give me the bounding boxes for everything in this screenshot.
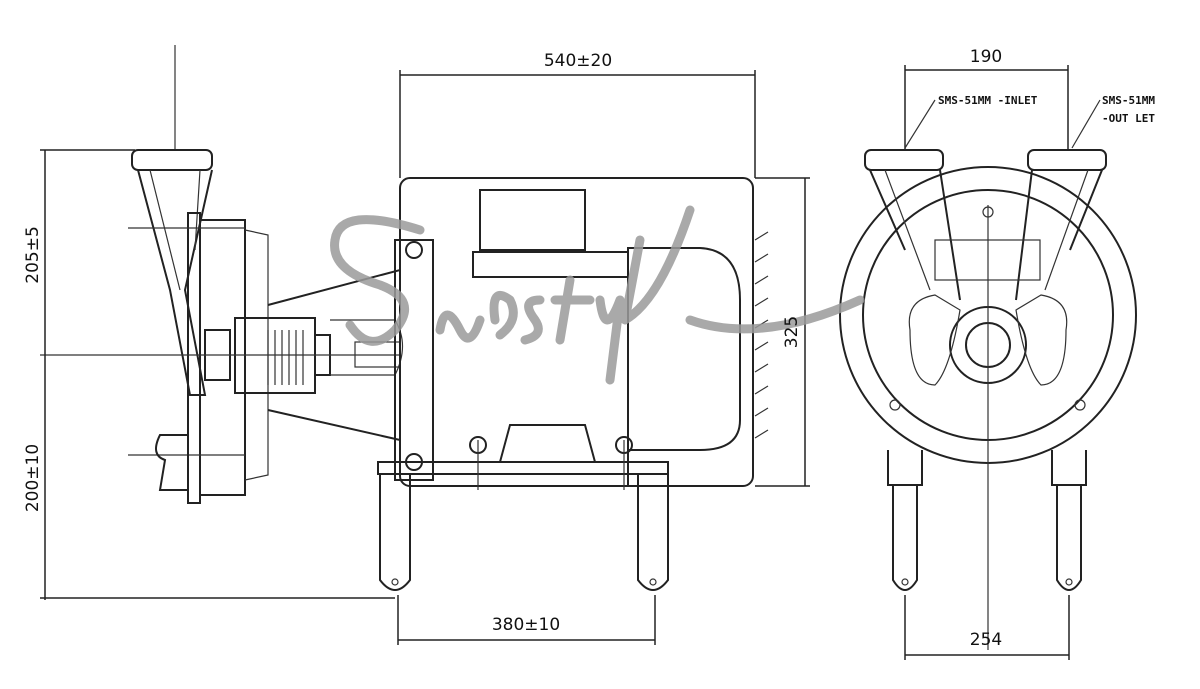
watermark-signature <box>330 205 865 385</box>
dim-lower-height: 200±10 <box>23 444 43 512</box>
motor-side-view <box>377 177 769 591</box>
dim-overall-length: 540±20 <box>544 51 612 71</box>
callout-outlet-line1: SMS-51MM <box>1102 94 1155 107</box>
callout-outlet-line2: -OUT LET <box>1102 112 1155 125</box>
dim-upper-height: 205±5 <box>23 226 43 284</box>
dim-leg-spacing-front: 254 <box>970 630 1002 650</box>
pump-head-side-view <box>40 45 404 504</box>
callout-inlet: SMS-51MM -INLET <box>938 94 1038 107</box>
dim-inlet-outlet-spacing: 190 <box>970 47 1002 67</box>
pump-front-view <box>839 149 1137 650</box>
dim-leg-spacing-side: 380±10 <box>492 615 560 635</box>
dim-motor-height: 325 <box>782 316 802 348</box>
dimension-lines <box>40 65 1101 660</box>
